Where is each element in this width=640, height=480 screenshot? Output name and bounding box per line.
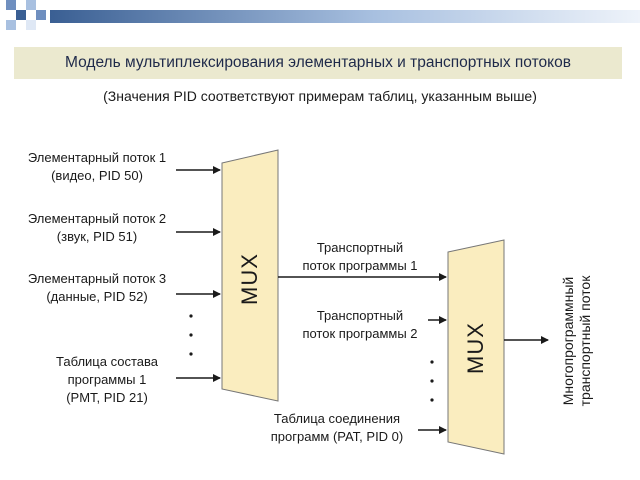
input-3-line1: Элементарный поток 3: [27, 271, 167, 286]
input-label-2: Элементарный поток 2 (звук, PID 51): [22, 210, 172, 246]
header-square: [26, 20, 36, 30]
ts1-line1: Транспортный: [316, 240, 404, 255]
ts1-line2: поток программы 1: [302, 258, 418, 273]
page-title: Модель мультиплексирования элементарных …: [14, 47, 622, 79]
header-square: [26, 0, 36, 10]
output-label: Многопрограммный транспортный поток: [560, 261, 598, 421]
mux1-label: MUX: [237, 253, 262, 305]
ts2-line2: поток программы 2: [302, 326, 418, 341]
pat-line1: Таблица соединения: [273, 411, 401, 426]
input-pmt-line3: (PMT, PID 21): [66, 390, 148, 405]
input-label-pmt: Таблица состава программы 1 (PMT, PID 21…: [32, 353, 182, 407]
ellipsis-dot: [430, 398, 434, 402]
ellipsis-dot: [189, 314, 193, 318]
pat-line2: программ (PAT, PID 0): [270, 429, 404, 444]
header-square: [16, 10, 26, 20]
ts2-label: Транспортный поток программы 2: [290, 307, 430, 343]
input-1-line1: Элементарный поток 1: [27, 150, 167, 165]
input-label-1: Элементарный поток 1 (видео, PID 50): [22, 149, 172, 185]
mux2-label: MUX: [463, 322, 488, 374]
input-2-line1: Элементарный поток 2: [27, 211, 167, 226]
output-line1: Многопрограммный: [560, 276, 576, 406]
ts2-line1: Транспортный: [316, 308, 404, 323]
input-3-line2: (данные, PID 52): [46, 289, 148, 304]
pat-label: Таблица соединения программ (PAT, PID 0): [262, 410, 412, 446]
header-bar: [50, 10, 640, 23]
ts1-label: Транспортный поток программы 1: [290, 239, 430, 275]
mux2-block: [447, 239, 505, 455]
output-line2: транспортный поток: [577, 275, 593, 407]
input-2-line2: (звук, PID 51): [56, 229, 138, 244]
mux1-block: [221, 149, 279, 402]
page-subtitle: (Значения PID соответствуют примерам таб…: [103, 88, 537, 104]
header-decoration: [0, 0, 640, 30]
header-square: [6, 0, 16, 10]
header-square: [36, 10, 46, 20]
input-1-line2: (видео, PID 50): [51, 168, 143, 183]
input-pmt-line1: Таблица состава: [56, 354, 158, 369]
ellipsis-dot: [430, 379, 434, 383]
ellipsis-dot: [430, 360, 434, 364]
ellipsis-dot: [189, 352, 193, 356]
input-pmt-line2: программы 1: [67, 372, 147, 387]
input-label-3: Элементарный поток 3 (данные, PID 52): [22, 270, 172, 306]
ellipsis-dot: [189, 333, 193, 337]
header-square: [6, 20, 16, 30]
